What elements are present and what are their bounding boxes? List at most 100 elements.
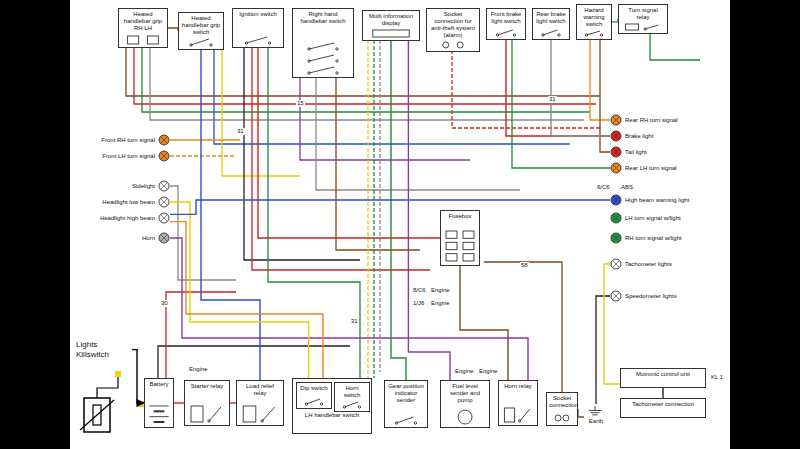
lamp: Speedometer lights: [610, 290, 720, 302]
killswitch-lever: [80, 400, 114, 430]
component-box: Fusebox: [440, 210, 480, 266]
connector-label: 1/J6: [412, 300, 425, 307]
component-label: Motronic control unit: [623, 371, 703, 378]
connector-label: Engine: [454, 368, 475, 375]
component-label: Right hand handlebar switch: [295, 11, 351, 25]
component-box: Earth: [584, 404, 608, 430]
component-label: Fusebox: [443, 213, 477, 220]
component-box: Heated handlebar gripRH LH: [118, 8, 168, 48]
component-label: LH turn signal w/light: [610, 212, 720, 224]
lamp: Headlight high beam: [74, 212, 170, 224]
terminal-number: 31: [236, 128, 245, 135]
wire: [650, 30, 700, 60]
component-label: Socket connection for anti-theft system …: [429, 11, 477, 39]
wire-connector: [170, 202, 309, 382]
lamp-symbol: [158, 232, 170, 244]
wire: [170, 139, 240, 140]
lamp-symbol: [610, 258, 622, 270]
wire: [336, 78, 420, 250]
component-label: Load relief relay: [239, 383, 281, 397]
wire: [379, 40, 380, 372]
wire-connector: [168, 28, 178, 31]
component-box: Hazard warning switch: [576, 4, 612, 40]
component-box: Dip switch: [296, 382, 332, 409]
component-label: Multi information display: [365, 13, 417, 27]
wire: [316, 78, 520, 190]
socket-symbol: [429, 41, 477, 49]
component-label: Lights Killswitch: [76, 340, 130, 359]
component-label: Rear brake light switch: [535, 11, 567, 25]
component-label: Front brake light switch: [489, 11, 523, 25]
component-box: Right hand handlebar switch: [292, 8, 354, 78]
component-label: Horn relay: [501, 383, 535, 390]
lamp-symbol: [158, 212, 170, 224]
wire: [158, 346, 350, 378]
switch-symbol: [235, 33, 281, 45]
wire: [268, 48, 360, 378]
wire: [166, 292, 236, 378]
lamp-symbol: [158, 180, 170, 192]
lamp: High beam warning light: [610, 194, 720, 206]
component-label: Brake light: [610, 130, 720, 142]
lamp: Front RH turn signal: [74, 134, 170, 146]
component-box: Socket connection: [546, 392, 578, 426]
lamp: Sidelight: [74, 180, 170, 192]
component-label: Headlight low beam: [74, 196, 170, 208]
terminal-number: 30: [160, 300, 169, 307]
switch-symbol: [295, 39, 351, 75]
wire-connector: [551, 40, 610, 136]
component-label: Earth: [586, 418, 606, 425]
component-label: RH turn signal w/light: [610, 232, 720, 244]
component-box: Rear brake light switch: [532, 8, 570, 40]
component-label: High beam warning light: [610, 194, 720, 206]
switch-symbol: [535, 29, 567, 37]
wire: [134, 48, 596, 104]
lamp: LH turn signal w/light: [610, 212, 720, 224]
component-box: Front brake light switch: [486, 8, 526, 40]
component-label: Socket connection: [549, 395, 575, 409]
relay-symbol: [501, 407, 535, 423]
connector-label: Engine: [430, 300, 451, 307]
wire-connector: [201, 50, 260, 380]
component-label: Dip switch: [299, 385, 329, 392]
component-label: Sidelight: [74, 180, 170, 192]
lamp: Headlight low beam: [74, 196, 170, 208]
relay-symbol: [187, 405, 227, 423]
component-box: Horn relay: [498, 380, 538, 426]
component-box: Fuel level sender and pump: [440, 380, 490, 428]
terminal-number: 31: [548, 96, 557, 103]
wire: [244, 48, 360, 260]
lamp-symbol: [610, 232, 622, 244]
socket-symbol: [549, 413, 575, 423]
wire: [604, 264, 620, 384]
terminal-number: 58: [520, 262, 529, 269]
connector-label: Engine: [430, 287, 451, 294]
component-label: Front LH turn signal: [74, 150, 170, 162]
pump-symbol: [443, 409, 487, 425]
component-label: Rear LH turn signal: [610, 162, 720, 174]
wire-connector: [391, 41, 406, 380]
component-box: Socket connection for anti-theft system …: [426, 8, 480, 52]
terminal-number: 31: [350, 318, 359, 325]
lamp: RH turn signal w/light: [610, 232, 720, 244]
lamp-symbol: [158, 196, 170, 208]
component-label: Heated handlebar grip: [121, 11, 165, 25]
component-label: Tachometer lights: [610, 258, 720, 270]
wire: [126, 48, 600, 96]
switch-symbol: [579, 30, 609, 37]
killswitch-lead: [97, 376, 118, 398]
lamp: Brake light: [610, 130, 720, 142]
wire-connector: [662, 388, 663, 398]
component-label: Fuel level sender and pump: [443, 383, 487, 404]
component-label: Speedometer lights: [610, 290, 720, 302]
wire: [367, 40, 368, 378]
component-box: Ignition switch: [232, 8, 284, 48]
annotation-box: Lights Killswitch: [74, 338, 132, 361]
lamp-symbol: [610, 130, 622, 142]
component-box: Starter relay: [184, 380, 230, 426]
component-label: Front RH turn signal: [74, 134, 170, 146]
connector-label: 6/C6: [596, 184, 611, 191]
wire-connector: [174, 402, 184, 403]
